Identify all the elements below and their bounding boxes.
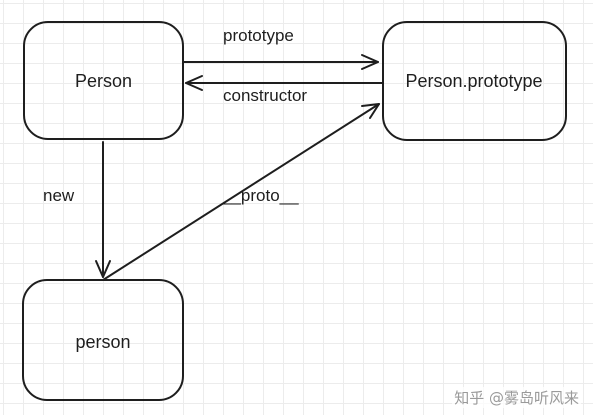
edge-proto-line bbox=[102, 103, 380, 281]
node-person-prototype-box bbox=[382, 21, 567, 141]
edge-prototype-label: prototype bbox=[223, 26, 294, 45]
edge-constructor-arrowhead bbox=[185, 75, 203, 91]
edge-new-arrowhead bbox=[95, 260, 111, 278]
edge-proto-label: __proto__ bbox=[221, 186, 299, 205]
node-person-prototype-label: Person.prototype bbox=[405, 71, 542, 91]
node-person-prototype[interactable]: Person.prototype bbox=[382, 21, 567, 141]
edge-prototype-arrow bbox=[182, 54, 379, 70]
edge-proto-arrowhead bbox=[361, 103, 380, 119]
node-person-constructor[interactable]: Person bbox=[23, 21, 184, 140]
edge-new-arrow bbox=[95, 141, 111, 278]
node-person-constructor-label: Person bbox=[75, 71, 132, 91]
edge-proto-arrow bbox=[102, 103, 380, 281]
edge-prototype-arrowhead bbox=[361, 54, 379, 70]
node-person-constructor-box bbox=[23, 21, 184, 140]
edge-new-label: new bbox=[43, 186, 75, 205]
node-person-instance-label: person bbox=[75, 332, 130, 352]
node-person-instance[interactable]: person bbox=[22, 279, 184, 401]
edge-constructor-label: constructor bbox=[223, 86, 307, 105]
edge-constructor-arrow bbox=[185, 75, 384, 91]
watermark-text: 知乎 @雾岛听风来 bbox=[452, 387, 581, 408]
